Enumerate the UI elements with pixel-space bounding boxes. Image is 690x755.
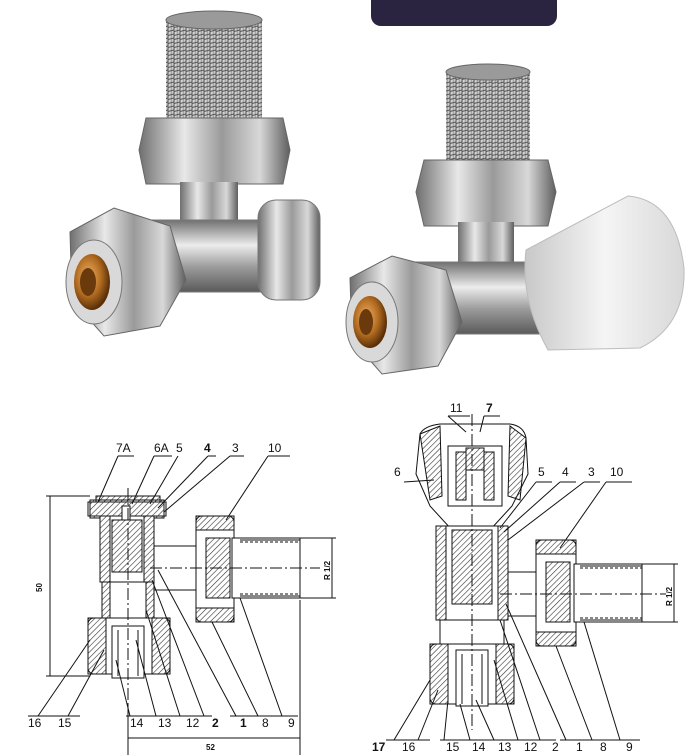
callout-3: 3 [232,441,239,455]
left-diagram [28,455,336,755]
callout-17: 17 [372,740,386,754]
callout-8: 8 [600,740,607,754]
callout-1: 1 [576,740,583,754]
callout-7: 7 [486,401,493,415]
callout-16: 16 [28,716,42,730]
thread-size: R 1/2 [665,586,674,606]
callout-16: 16 [402,740,416,754]
callout-7a: 7A [116,441,131,455]
straight-valve-photo [65,10,321,337]
callout-12: 12 [524,740,538,754]
callout-2: 2 [552,740,559,754]
callout-12: 12 [186,716,200,730]
callout-8: 8 [262,716,269,730]
callout-6a: 6A [154,441,169,455]
callout-5: 5 [538,465,545,479]
callout-15: 15 [58,716,72,730]
callout-10: 10 [268,441,282,455]
callout-1: 1 [240,716,247,730]
callout-4: 4 [204,441,211,455]
dimension-height: 50 [35,583,44,592]
callout-14: 14 [130,716,144,730]
dimension-width: 52 [206,743,215,752]
thread-size: R 1/2 [323,560,332,580]
left-diagram-labels: 7A 6A 5 4 3 10 16 15 14 13 12 2 1 8 9 50… [28,441,332,752]
callout-14: 14 [472,740,486,754]
callout-10: 10 [610,465,624,479]
callout-9: 9 [626,740,633,754]
header-tab [371,0,557,26]
callout-4: 4 [562,465,569,479]
callout-6: 6 [394,465,401,479]
callout-13: 13 [158,716,172,730]
callout-15: 15 [446,740,460,754]
callout-13: 13 [498,740,512,754]
right-diagram-labels: 11 7 6 5 4 3 10 17 16 15 14 13 12 2 1 8 … [372,401,674,754]
callout-5: 5 [176,441,183,455]
callout-11: 11 [450,401,463,415]
valve-with-cap-photo [345,63,685,375]
callout-9: 9 [288,716,295,730]
callout-2: 2 [212,716,219,730]
callout-3: 3 [588,465,595,479]
right-diagram [386,414,678,741]
